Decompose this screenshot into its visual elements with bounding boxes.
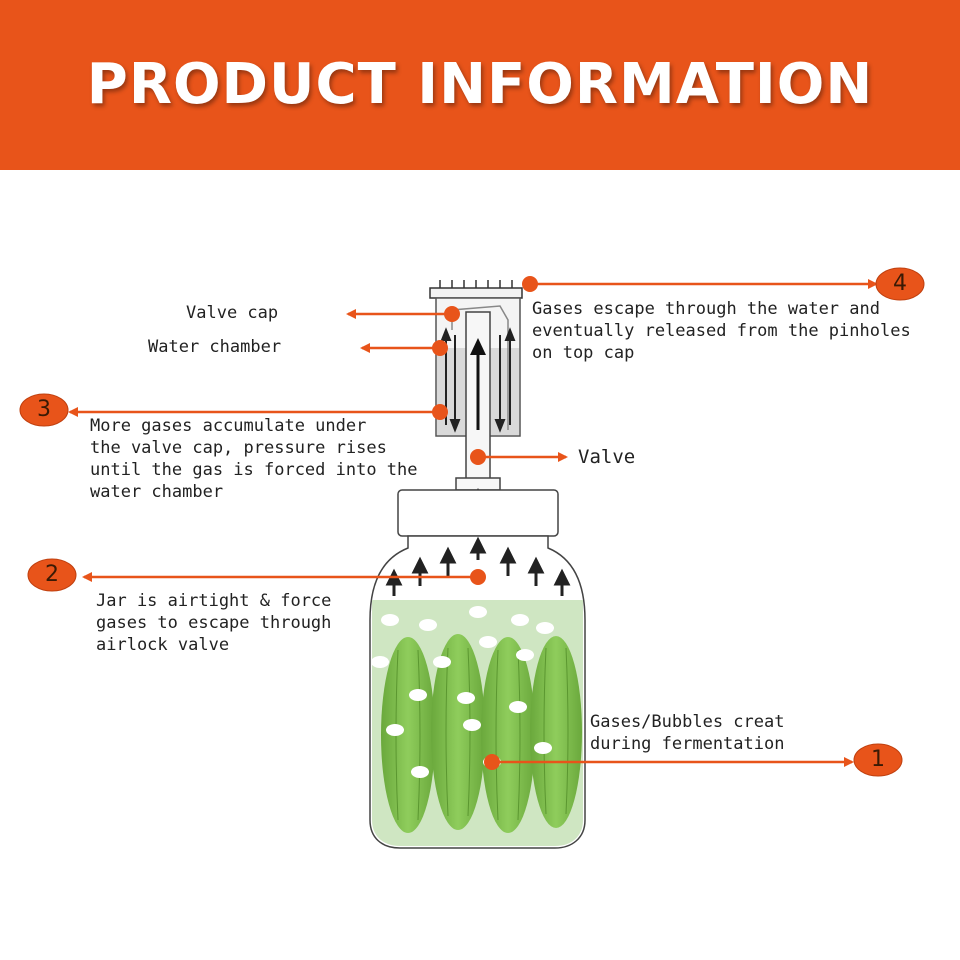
step4-line: Gases escape through the water and [532,299,880,319]
badge-2: 2 [45,562,59,587]
step3-line: water chamber [90,482,224,502]
valve-label: Valve [578,446,636,468]
step3-line: the valve cap, pressure rises [90,438,387,458]
bubbles [371,606,554,778]
badge-1: 1 [871,747,885,772]
step3-line: until the gas is forced into the [90,460,418,480]
step4-line: on top cap [532,343,635,363]
step3-line: More gases accumulate under [90,416,367,436]
step1-line: during fermentation [590,734,785,754]
badge-3: 3 [37,397,51,422]
water-chamber-label: Water chamber [148,337,282,357]
badge-1-shape [853,743,903,777]
step2-line: gases to escape through [96,613,332,633]
step2-line: Jar is airtight & force [96,591,332,611]
top-cap [429,280,523,299]
step1-text: Gases/Bubbles creat during fermentation [590,711,784,755]
jar-lid [397,489,559,537]
badge-2-shape [27,558,77,592]
valve-cap-label: Valve cap [186,303,279,323]
step-badges [19,267,925,777]
pickles [381,634,582,833]
step4-line: eventually released from the pinholes [532,321,911,341]
step4-text: Gases escape through the water and event… [532,298,911,364]
badge-4: 4 [893,271,907,296]
step2-text: Jar is airtight & force gases to escape … [96,590,331,656]
badge-4-shape [875,267,925,301]
step2-line: airlock valve [96,635,230,655]
badge-3-shape [19,393,69,427]
step3-text: More gases accumulate under the valve ca… [90,415,418,503]
callout-dots [432,276,538,770]
callout-lines [68,279,878,767]
page-title: PRODUCT INFORMATION [86,52,874,117]
step1-line: Gases/Bubbles creat [590,712,785,732]
header-banner: PRODUCT INFORMATION [0,0,960,170]
